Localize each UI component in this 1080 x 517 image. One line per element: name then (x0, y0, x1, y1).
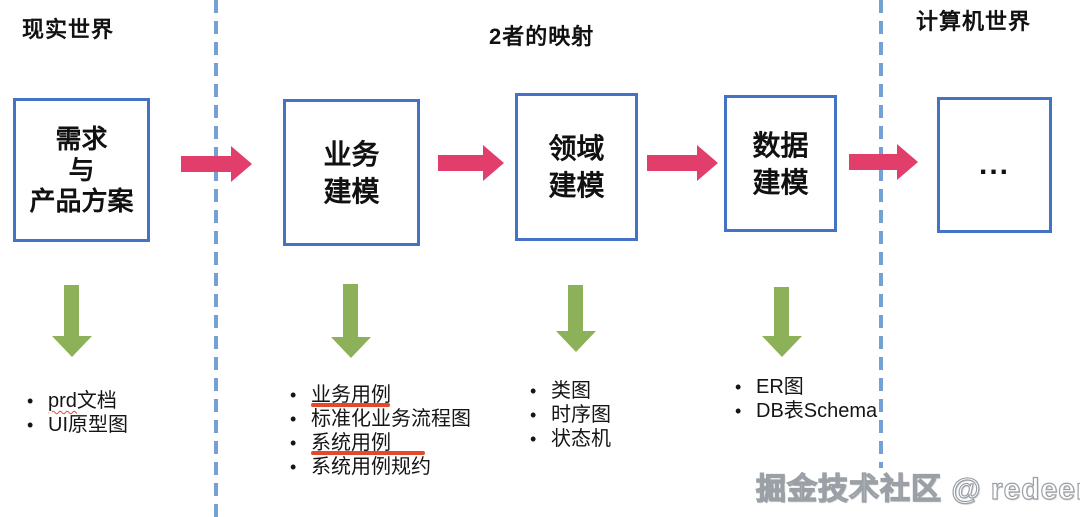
arrow-shaft (647, 155, 698, 171)
down-arrow-requirements (52, 285, 92, 357)
list-item: • ER图 (733, 375, 877, 399)
box-domain-modeling: 领域建模 (515, 93, 638, 241)
arrow-shaft (343, 284, 358, 337)
region-label-real-world: 现实世界 (22, 17, 115, 42)
bullet-icon: • (290, 457, 297, 477)
bullet-icon: • (290, 409, 297, 429)
box-label-line: 建模 (752, 166, 809, 198)
arrow-shaft (849, 154, 898, 170)
list-item: • DB表Schema (733, 399, 877, 423)
list-item: • 业务用例 (288, 383, 471, 407)
artifact-list-data-modeling: • ER图 • DB表Schema (733, 375, 877, 423)
arrow-head-down-icon (331, 337, 371, 358)
bullet-icon: • (290, 433, 297, 453)
bullet-icon: • (735, 377, 742, 397)
artifact-list-business-modeling: • 业务用例 • 标准化业务流程图 • 系统用例 • 系统用例规约 (288, 383, 471, 479)
list-item-label: ER图 (756, 376, 804, 398)
flow-arrow-requirements-to-business (181, 146, 252, 182)
region-label-computer-world: 计算机世界 (916, 9, 1032, 34)
artifact-list-domain-modeling: • 类图 • 时序图 • 状态机 (528, 379, 611, 451)
bullet-icon: • (530, 429, 537, 449)
box-business-modeling: 业务建模 (283, 99, 420, 246)
list-item-label: DB表Schema (756, 400, 878, 422)
down-arrow-domain-modeling (556, 285, 596, 352)
list-item-label: 类图 (551, 380, 591, 402)
list-item: • 系统用例 (288, 431, 471, 455)
box-label-line: 业务 (323, 138, 380, 170)
bullet-icon: • (735, 401, 742, 421)
arrow-head-right-icon (231, 146, 252, 182)
arrow-head-right-icon (483, 145, 504, 181)
list-item-label: 系统用例规约 (311, 456, 431, 478)
list-item: • 标准化业务流程图 (288, 407, 471, 431)
box-label-line: 产品方案 (29, 185, 134, 216)
list-item-label: 状态机 (551, 428, 611, 450)
region-label-mapping: 2者的映射 (489, 24, 595, 49)
box-requirements: 需求与产品方案 (13, 98, 150, 242)
bullet-icon: • (27, 415, 34, 435)
flow-arrow-data-to-computer (849, 144, 918, 180)
box-label-line: 数据 (752, 129, 809, 161)
arrow-shaft (568, 285, 583, 331)
world-divider-line-left (214, 0, 218, 517)
bullet-icon: • (27, 391, 34, 411)
red-underline-mark (311, 451, 425, 455)
list-item: • prd文档 (25, 389, 128, 413)
arrow-head-down-icon (556, 331, 596, 352)
arrow-head-right-icon (897, 144, 918, 180)
artifact-list-requirements: • prd文档 • UI原型图 (25, 389, 128, 437)
world-divider-line-right (879, 0, 883, 468)
bullet-icon: • (530, 405, 537, 425)
list-item: • 时序图 (528, 403, 611, 427)
flow-arrow-domain-to-data (647, 145, 718, 181)
arrow-shaft (774, 287, 789, 336)
box-label-line: 建模 (323, 175, 380, 207)
bullet-icon: • (290, 385, 297, 405)
arrow-head-down-icon (762, 336, 802, 357)
flow-arrow-business-to-domain (438, 145, 504, 181)
list-item-label: 系统用例 (311, 432, 391, 454)
arrow-shaft (64, 285, 79, 336)
arrow-shaft (438, 155, 484, 171)
list-item: • 状态机 (528, 427, 611, 451)
list-item: • UI原型图 (25, 413, 128, 437)
box-ellipsis: ... (937, 97, 1052, 233)
down-arrow-data-modeling (762, 287, 802, 357)
box-label-line: 需求 (55, 123, 108, 154)
bullet-icon: • (530, 381, 537, 401)
list-item-label: UI原型图 (48, 414, 128, 436)
list-item: • 系统用例规约 (288, 455, 471, 479)
spellcheck-wavy-underline: prd (48, 390, 77, 412)
box-label-line: 领域 (548, 133, 605, 164)
list-item-label: 业务用例 (311, 384, 391, 406)
arrow-shaft (181, 156, 232, 172)
box-label-line: ... (978, 148, 1010, 181)
box-data-modeling: 数据建模 (724, 95, 837, 232)
down-arrow-business-modeling (331, 284, 371, 358)
arrow-head-right-icon (697, 145, 718, 181)
watermark: 掘金技术社区 @ redeemer (755, 472, 1080, 506)
red-underline-mark (311, 403, 390, 407)
list-item: • 类图 (528, 379, 611, 403)
list-item-label: 标准化业务流程图 (311, 408, 471, 430)
box-label-line: 建模 (548, 170, 605, 201)
box-label-line: 与 (68, 154, 95, 185)
list-item-label: prd文档 (48, 390, 117, 412)
arrow-head-down-icon (52, 336, 92, 357)
list-item-label: 时序图 (551, 404, 611, 426)
